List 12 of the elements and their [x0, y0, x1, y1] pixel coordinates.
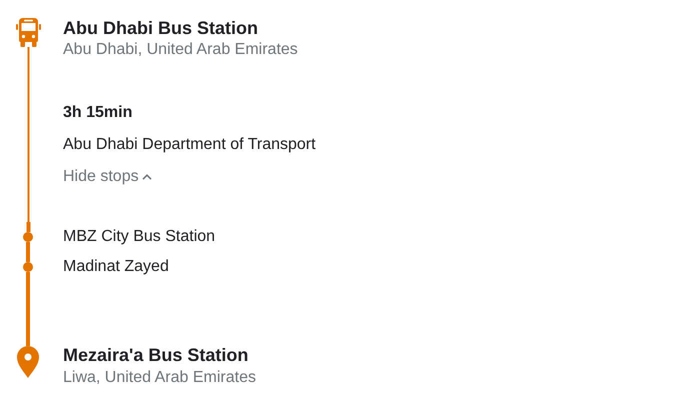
route-line [26, 242, 30, 262]
hide-stops-button: Hide stops [63, 167, 152, 187]
route-line [26, 272, 30, 346]
trip-duration: 3h 15min [63, 103, 132, 123]
route-line [26, 47, 30, 232]
station-location: Liwa, United Arab Emirates [63, 368, 256, 388]
operator-name: Abu Dhabi Department of Transport [63, 135, 316, 155]
station-name: Abu Dhabi Bus Station [63, 17, 258, 39]
stop-name: MBZ City Bus Station [63, 227, 216, 247]
station-location: Abu Dhabi, United Arab Emirates [63, 40, 298, 60]
stop-name: Madinat Zayed [63, 257, 169, 277]
station-name: Mezaira'a Bus Station [63, 344, 248, 366]
